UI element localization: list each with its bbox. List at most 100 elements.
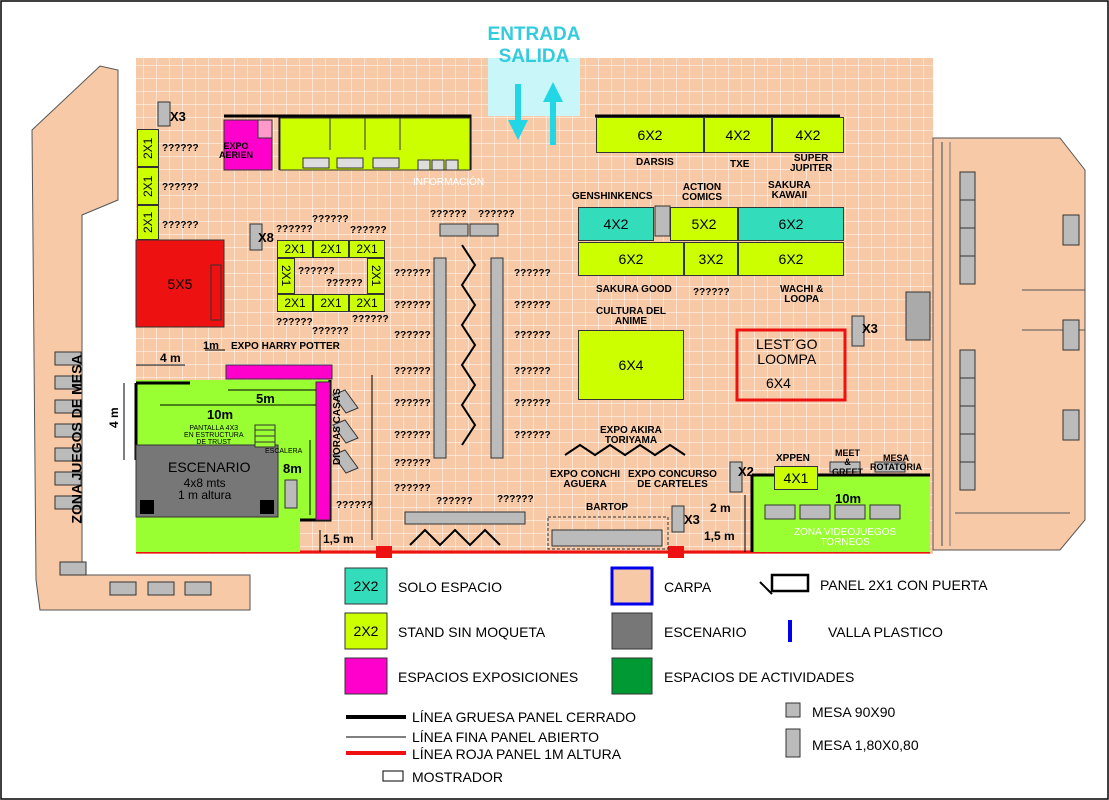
legend-stand-sin-moqueta: STAND SIN MOQUETA bbox=[398, 624, 546, 640]
x2-label: X2 bbox=[738, 464, 754, 479]
measure-4m-top: 4 m bbox=[160, 351, 181, 365]
unknown-label: ?????? bbox=[394, 483, 431, 494]
stand-left-col-1[interactable]: 2X1 bbox=[137, 129, 159, 167]
measure-4m-left: 4 m bbox=[107, 407, 121, 428]
stand-genshinkencs[interactable]: 4X2 bbox=[578, 207, 654, 241]
unknown-label: ?????? bbox=[162, 182, 199, 193]
unknown-label: ?????? bbox=[514, 366, 551, 377]
legend-linea-roja: LÍNEA ROJA PANEL 1M ALTURA bbox=[412, 746, 622, 762]
stand-action-comics[interactable]: 5X2 bbox=[670, 207, 738, 241]
stand-xppen[interactable]: 4X1 bbox=[774, 466, 818, 490]
ring-bottom-2[interactable]: 2X1 bbox=[313, 294, 349, 312]
stand-sakura-good[interactable]: 6X2 bbox=[578, 242, 684, 276]
informacion-label: INFORMACIÓN bbox=[413, 177, 485, 188]
legend-carpa: CARPA bbox=[664, 579, 712, 595]
ring-left[interactable]: 2X1 bbox=[277, 258, 295, 294]
stand-5x5[interactable]: 5X5 bbox=[167, 276, 193, 292]
ring-top-2[interactable]: 2X1 bbox=[313, 240, 349, 258]
legend-linea-gruesa: LÍNEA GRUESA PANEL CERRADO bbox=[412, 709, 637, 725]
unknown-label: ?????? bbox=[276, 317, 313, 328]
entrance-line1: ENTRADA bbox=[487, 24, 581, 45]
legend-solo-swatch: 2X2 bbox=[353, 578, 379, 594]
xppen-label: XPPEN bbox=[776, 453, 810, 464]
entrance-line2: SALIDA bbox=[498, 46, 570, 67]
escenario-dims: 4x8 mts 1 m altura bbox=[178, 476, 232, 502]
darsis-label: DARSIS bbox=[636, 157, 674, 168]
measure-8m: 8m bbox=[283, 461, 302, 476]
legend-stand-swatch: 2X2 bbox=[353, 623, 379, 639]
stand-left-col-3[interactable]: 2X1 bbox=[137, 205, 159, 240]
unknown-label: ?????? bbox=[276, 224, 313, 235]
stand-cultura-anime[interactable]: 6X4 bbox=[578, 330, 684, 400]
right-annex bbox=[932, 137, 1086, 551]
dioras-area bbox=[315, 381, 331, 521]
stand-mid[interactable]: 3X2 bbox=[684, 242, 738, 276]
unknown-label: ?????? bbox=[514, 300, 551, 311]
cultura-anime-label: CULTURA DEL ANIME bbox=[596, 306, 666, 327]
unknown-label: ?????? bbox=[478, 209, 515, 220]
legend-valla: VALLA PLASTICO bbox=[828, 624, 943, 640]
unknown-label: ?????? bbox=[298, 266, 335, 277]
unknown-label: ?????? bbox=[326, 278, 363, 289]
x3-right-label: X3 bbox=[862, 321, 878, 336]
mesa-rotatoria-label: MESA ROTATORIA bbox=[870, 453, 922, 472]
videogames-label: ZONA VIDEOJUEGOS TORNEOS bbox=[794, 527, 897, 548]
expo-akira-label: EXPO AKIRA TORIYAMA bbox=[600, 425, 662, 446]
sakura-kawaii-label: SAKURA KAWAII bbox=[768, 180, 811, 201]
escenario-label: ESCENARIO bbox=[168, 459, 251, 475]
x3-bottom-label: X3 bbox=[684, 512, 700, 527]
stand-wachi-loopa[interactable]: 6X2 bbox=[738, 242, 844, 276]
unknown-label: ?????? bbox=[514, 330, 551, 341]
legend-mesa-180: MESA 1,80X0,80 bbox=[812, 737, 919, 753]
measure-1-5m-right: 1,5 m bbox=[704, 529, 735, 543]
stand-super-jupiter[interactable]: 4X2 bbox=[772, 117, 844, 153]
x8-label: X8 bbox=[258, 230, 274, 245]
stand-darsis[interactable]: 6X2 bbox=[596, 117, 704, 153]
legend-escenario: ESCENARIO bbox=[664, 624, 747, 640]
measure-5m: 5m bbox=[256, 391, 275, 406]
ring-top-1[interactable]: 2X1 bbox=[277, 240, 313, 258]
ring-bottom-3[interactable]: 2X1 bbox=[349, 294, 385, 312]
expo-conchi-label: EXPO CONCHI AGUERA bbox=[550, 469, 621, 490]
unknown-label: ?????? bbox=[162, 143, 199, 154]
unknown-label: ?????? bbox=[394, 458, 431, 469]
unknown-label: ?????? bbox=[394, 430, 431, 441]
board-game-zone-label: ZONA JUEGOS DE MESA bbox=[68, 354, 85, 524]
legend-panel-2x1: PANEL 2X1 CON PUERTA bbox=[820, 577, 988, 593]
txe-label: TXE bbox=[730, 159, 750, 170]
legend-mesa-90: MESA 90X90 bbox=[812, 704, 896, 720]
lestgo-size: 6X4 bbox=[766, 375, 791, 391]
unknown-label: ?????? bbox=[394, 330, 431, 341]
ring-bottom-1[interactable]: 2X1 bbox=[277, 294, 313, 312]
entrance-label: ENTRADA SALIDA bbox=[482, 24, 586, 68]
ring-right[interactable]: 2X1 bbox=[367, 258, 385, 294]
sakura-good-label: SAKURA GOOD bbox=[596, 284, 672, 295]
unknown-label: ?????? bbox=[394, 398, 431, 409]
genshinkencs-label: GENSHINKENCS bbox=[572, 191, 653, 202]
stand-sakura-kawaii[interactable]: 6X2 bbox=[738, 207, 844, 241]
unknown-label: ?????? bbox=[162, 220, 199, 231]
stand-left-col-2[interactable]: 2X1 bbox=[137, 167, 159, 205]
dioras-casas-label: DIORAS CASAS bbox=[332, 388, 343, 465]
unknown-label: ?????? bbox=[394, 300, 431, 311]
unknown-label: ?????? bbox=[312, 214, 349, 225]
escalera-label: ESCALERA bbox=[265, 448, 303, 455]
super-jupiter-label: SUPER JUPITER bbox=[790, 153, 833, 174]
legend-espacios-exposiciones: ESPACIOS EXPOSICIONES bbox=[398, 669, 579, 685]
ring-top-3[interactable]: 2X1 bbox=[349, 240, 385, 258]
unknown-label: ?????? bbox=[336, 500, 373, 511]
bartop-label: BARTOP bbox=[586, 502, 629, 513]
unknown-label: ?????? bbox=[430, 209, 467, 220]
measure-1-5m-left: 1,5 m bbox=[323, 532, 354, 546]
measure-10m-right: 10m bbox=[835, 491, 862, 506]
unknown-label: ?????? bbox=[514, 398, 551, 409]
unknown-label: ?????? bbox=[436, 496, 473, 507]
meet-greet-label: MEET & GREET bbox=[832, 448, 864, 477]
measure-2m: 2 m bbox=[710, 501, 731, 515]
stand-txe[interactable]: 4X2 bbox=[704, 117, 772, 153]
legend-linea-fina: LÍNEA FINA PANEL ABIERTO bbox=[412, 729, 600, 745]
expo-harry-label: EXPO HARRY POTTER bbox=[231, 341, 340, 352]
unknown-label: ?????? bbox=[514, 268, 551, 279]
expo-aerien-label: EXPO AERIEN bbox=[219, 141, 254, 160]
unknown-label: ?????? bbox=[394, 268, 431, 279]
